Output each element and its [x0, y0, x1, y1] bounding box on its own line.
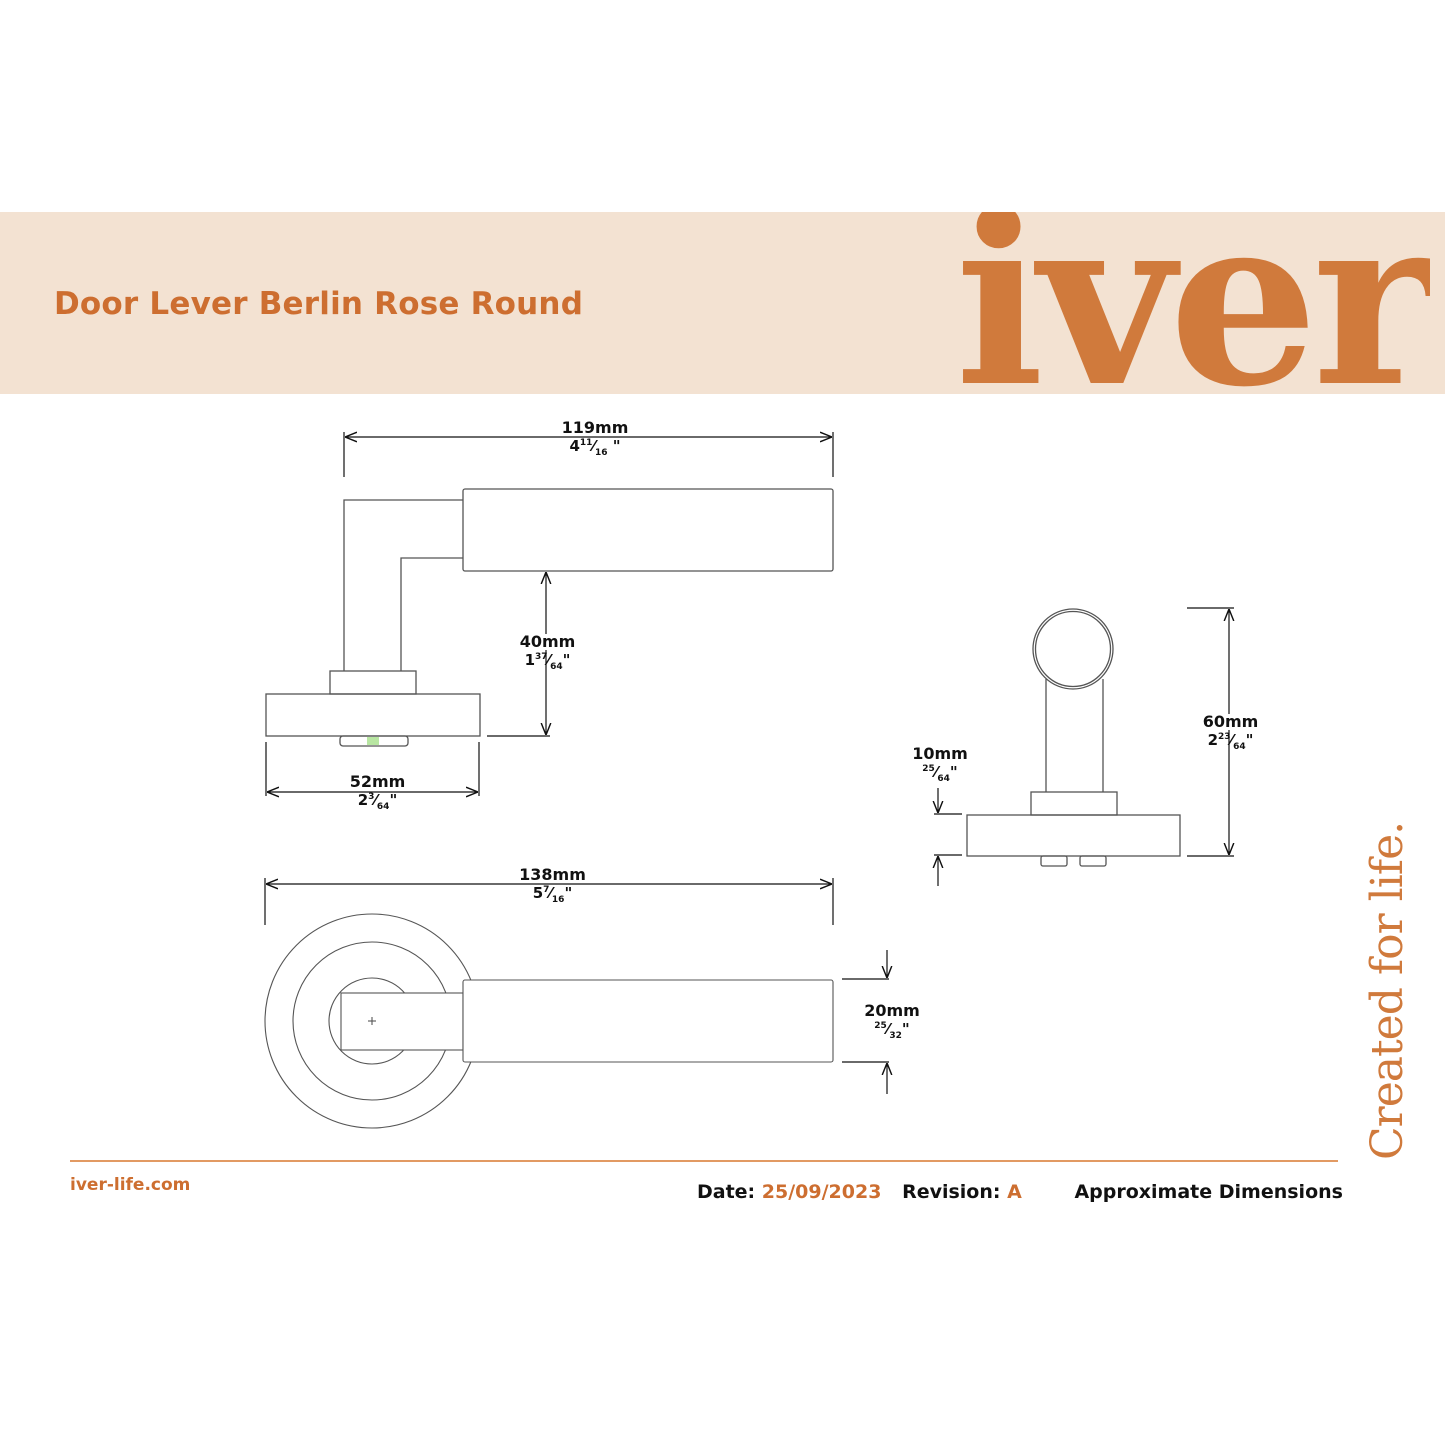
date-label: Date: — [697, 1181, 756, 1203]
revision-label: Revision: — [902, 1181, 1001, 1203]
brand-tagline: Created for life. — [1362, 821, 1413, 1160]
brand-logo: iver — [955, 212, 1431, 388]
dim-label-rose-diameter: 52mm 23⁄64" — [330, 774, 425, 812]
website-link[interactable]: iver-life.com — [70, 1175, 191, 1195]
date-value: 25/09/2023 — [761, 1181, 882, 1203]
dim-label-overall-length: 138mm 57⁄16" — [505, 867, 600, 905]
brand-logo-container: iver — [940, 212, 1445, 394]
dim-lines-end — [934, 607, 1234, 886]
dimensions-note: Approximate Dimensions — [1074, 1181, 1343, 1203]
revision-value: A — [1007, 1181, 1022, 1203]
dim-label-lever-height: 40mm 137⁄64" — [505, 634, 590, 672]
dim-label-rose-thickness: 10mm 25⁄64" — [900, 746, 980, 784]
dim-label-lever-length: 119mm 411⁄16 " — [540, 420, 650, 458]
dim-label-grip-width: 20mm 25⁄32" — [852, 1003, 932, 1041]
dim-label-end-height: 60mm 223⁄64" — [1188, 714, 1273, 752]
side-view-lever — [265, 488, 834, 747]
header-banner — [0, 212, 1445, 394]
plan-view-lever — [264, 913, 834, 1129]
dim-lines-side — [265, 432, 834, 796]
end-view-lever — [966, 608, 1181, 867]
page-title: Door Lever Berlin Rose Round — [54, 286, 584, 322]
dim-lines-plan — [264, 878, 889, 1094]
footer-divider — [70, 1160, 1338, 1162]
footer-info: Date: 25/09/2023 Revision: A Approximate… — [697, 1181, 1343, 1203]
